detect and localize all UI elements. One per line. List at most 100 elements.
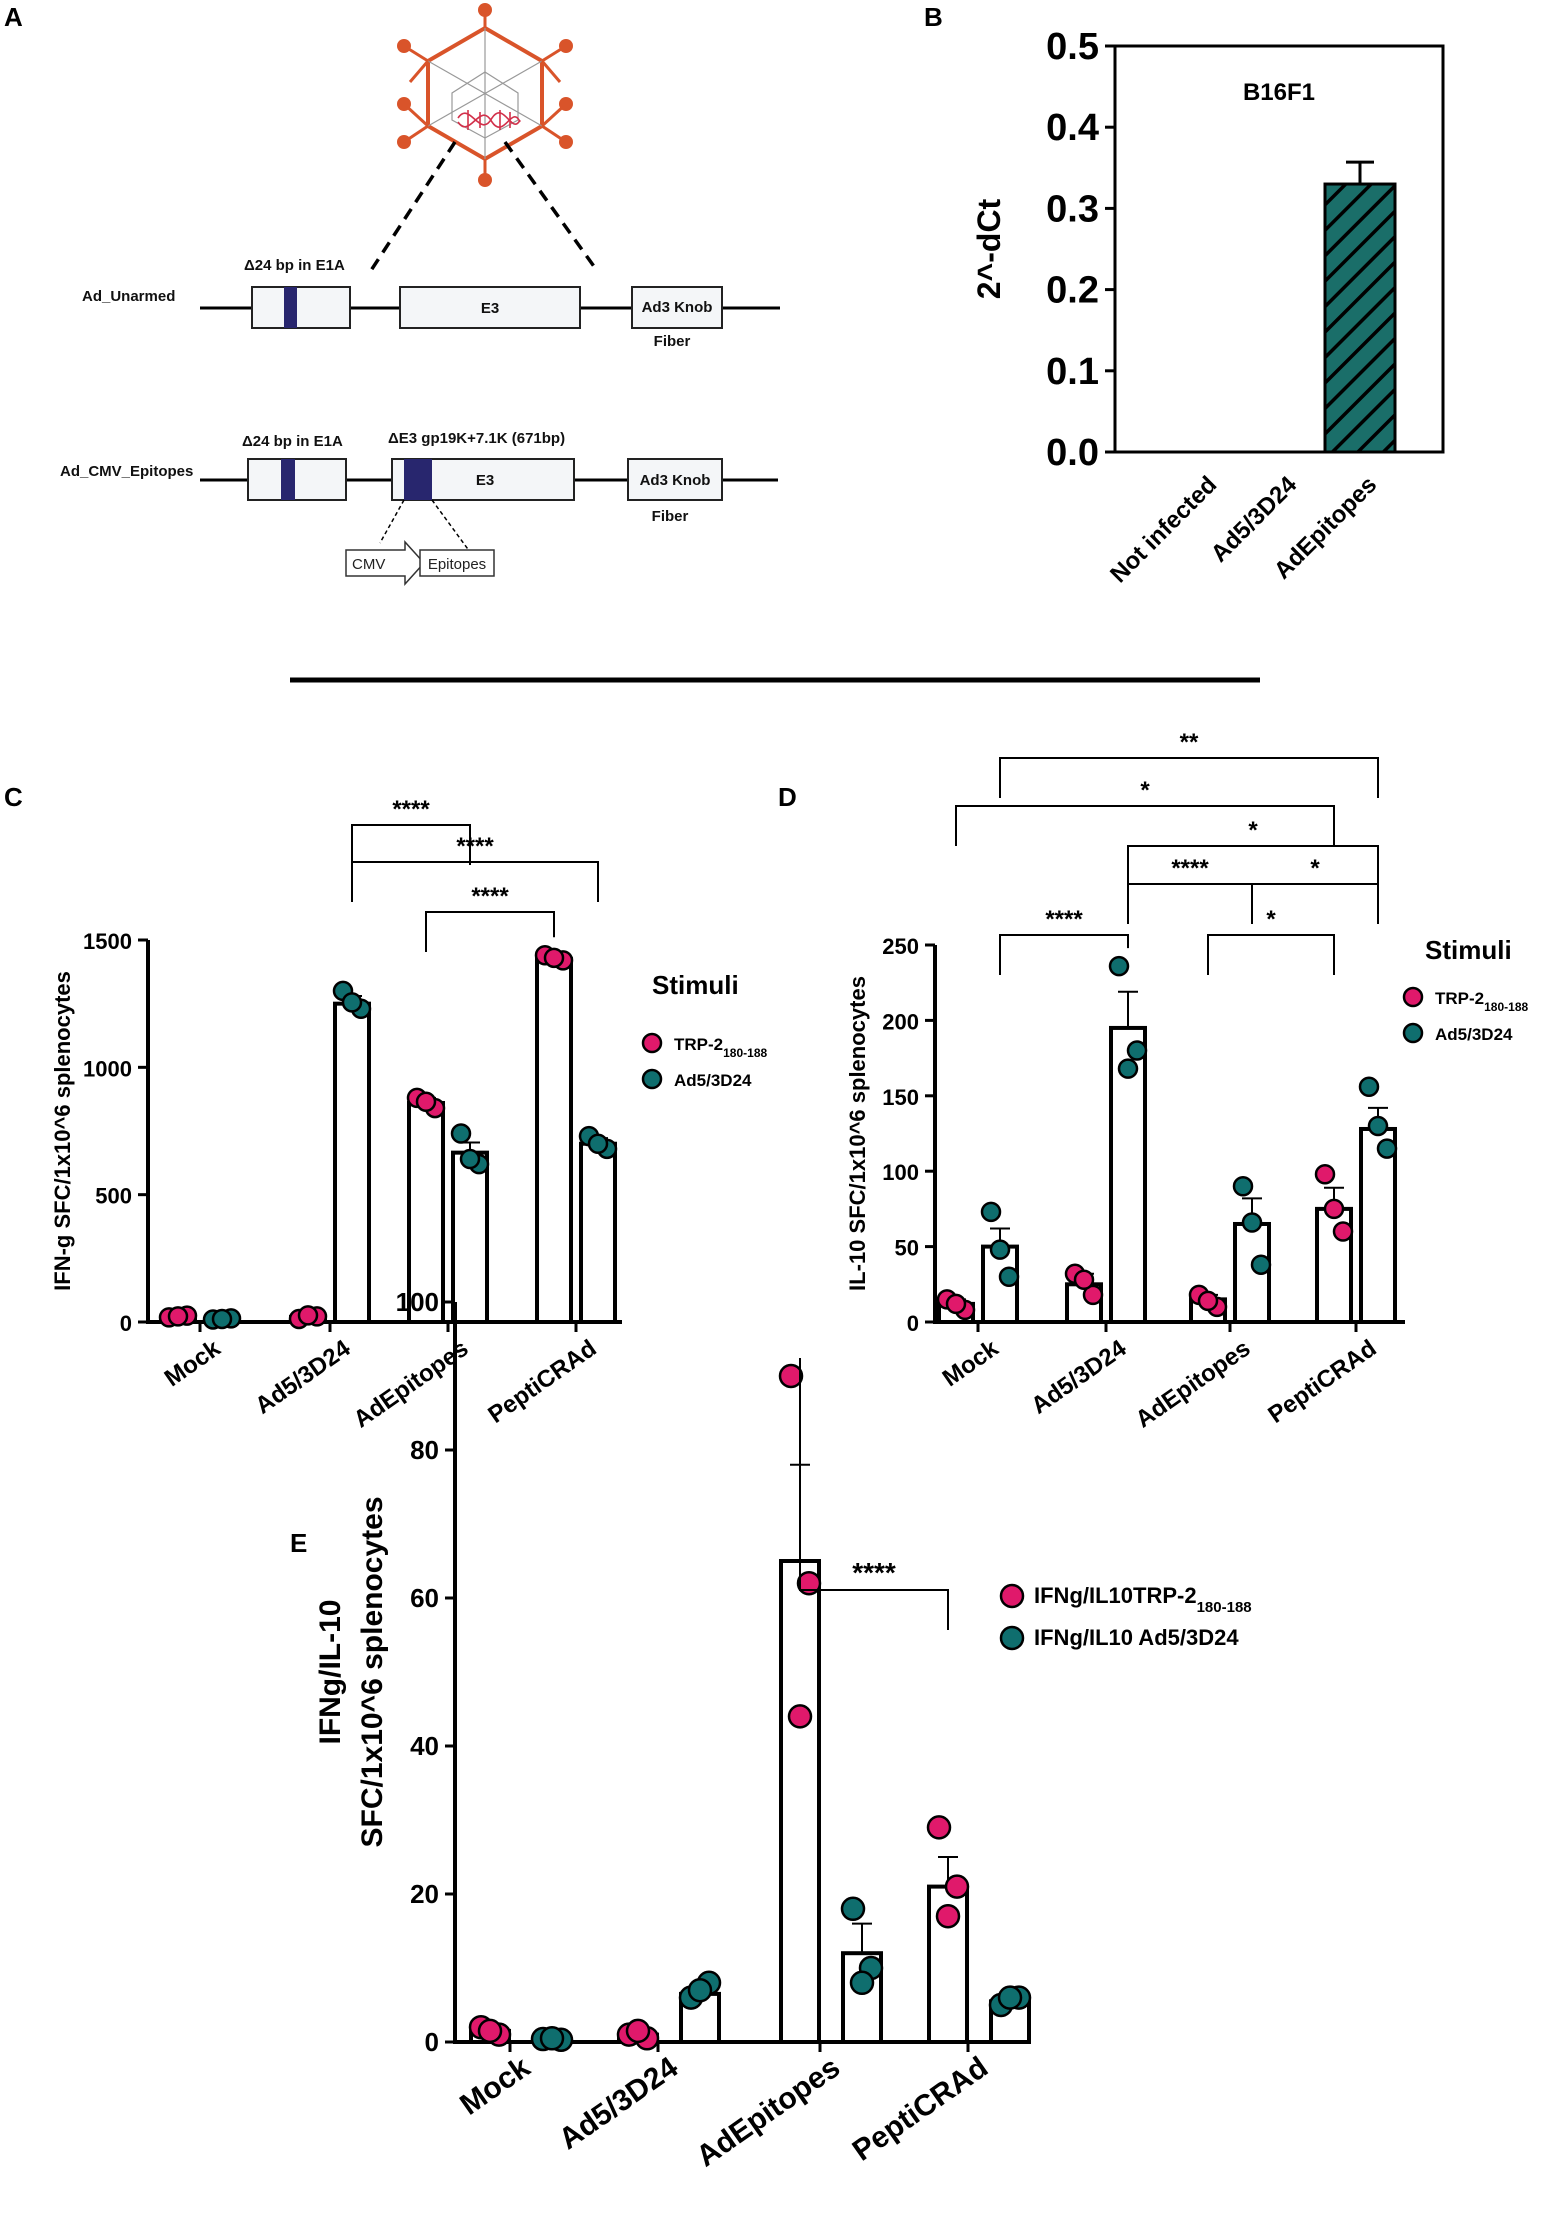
data-point	[997, 1985, 1023, 2010]
panel-label-b: B	[924, 2, 943, 32]
x-tick-label: Ad5/3D24	[553, 2051, 684, 2157]
ad-cmv-epitopes-label: Ad_CMV_Epitopes	[60, 463, 193, 480]
y-tick-label: 150	[882, 1085, 919, 1110]
y-tick-label: 40	[410, 1731, 439, 1761]
significance-label: *	[1248, 817, 1258, 844]
data-point	[944, 1874, 970, 1899]
bar	[1323, 182, 1397, 454]
data-point	[778, 1363, 804, 1389]
data-point	[935, 1903, 961, 1929]
legend-marker	[1402, 986, 1424, 1008]
x-tick-label: Not infected	[1105, 471, 1222, 588]
significance-bracket	[799, 1358, 949, 1630]
legend-label: IFNg/IL10TRP-2180-188	[1034, 1583, 1252, 1616]
y-tick-label: 20	[410, 1879, 439, 1909]
delta24-label-1: Δ24 bp in E1A	[244, 257, 345, 274]
panel-label-d: D	[778, 782, 797, 812]
y-tick-label: 0	[907, 1311, 919, 1336]
significance-label: *	[1310, 855, 1320, 882]
dna-icon	[457, 110, 521, 130]
x-tick-label: Mock	[454, 2051, 536, 2122]
y-tick-label: 0.3	[1046, 188, 1099, 230]
legend-title: Stimuli	[652, 970, 739, 1000]
bar	[579, 1141, 617, 1324]
data-point	[1117, 1058, 1139, 1079]
y-tick-label: 200	[882, 1009, 919, 1034]
significance-bracket	[999, 934, 1129, 975]
panel-label-c: C	[4, 782, 23, 812]
x-tick-label: PeptiCRAd	[1263, 1335, 1381, 1429]
y-axis-label: IL-10 SFC/1x10^6 splenocytes	[845, 976, 870, 1291]
bar	[1359, 1126, 1397, 1324]
ad3-knob-label-1: Ad3 Knob	[642, 299, 713, 316]
data-point	[1197, 1290, 1219, 1312]
legend-label: Ad5/3D24	[674, 1071, 752, 1090]
data-point	[543, 947, 565, 969]
data-point	[341, 992, 363, 1013]
data-point	[1073, 1269, 1095, 1291]
y-tick-label: 0.5	[1046, 26, 1099, 68]
x-tick-label: Ad5/3D24	[1026, 1334, 1132, 1419]
fiber-label-1: Fiber	[654, 333, 691, 350]
x-tick-label: AdEpitopes	[1131, 1335, 1256, 1434]
x-tick-label: Mock	[938, 1334, 1004, 1392]
delta24-label-2: Δ24 bp in E1A	[242, 433, 343, 450]
data-point	[840, 1896, 866, 1922]
data-point	[1126, 1040, 1148, 1061]
y-axis-label-line2: SFC/1x10^6 splenocytes	[356, 1496, 389, 1847]
data-point	[1358, 1076, 1380, 1098]
legend-marker	[1402, 1022, 1424, 1044]
ad-unarmed-label: Ad_Unarmed	[82, 288, 175, 305]
data-point	[1376, 1138, 1398, 1159]
data-point	[1108, 955, 1130, 977]
legend-marker	[641, 1068, 663, 1090]
y-tick-label: 250	[882, 934, 919, 959]
data-point	[796, 1570, 822, 1596]
y-tick-label: 1500	[83, 929, 132, 954]
fiber-label-2: Fiber	[652, 508, 689, 525]
construct-ad-cmv-epitopes: Ad_CMV_Epitopes Δ24 bp in E1A ΔE3 gp19K+…	[60, 430, 778, 586]
data-point	[926, 1815, 952, 1840]
data-point	[687, 1977, 713, 2003]
panel-label-e: E	[290, 1528, 307, 1558]
legend-label: IFNg/IL10 Ad5/3D24	[1034, 1625, 1239, 1650]
data-point	[477, 2018, 503, 2044]
ad3-knob-label-2: Ad3 Knob	[640, 472, 711, 489]
data-point	[625, 2018, 651, 2044]
significance-label: *	[1266, 906, 1276, 933]
data-point	[459, 1148, 481, 1170]
significance-bracket	[1127, 883, 1253, 924]
y-tick-label: 1000	[83, 1056, 132, 1081]
x-tick-label: Mock	[160, 1334, 226, 1392]
bar	[407, 1100, 445, 1325]
e3-label-1: E3	[481, 300, 499, 317]
delta-e3-label: ΔE3 gp19K+7.1K (671bp)	[388, 430, 565, 447]
data-point	[1314, 1163, 1336, 1185]
y-tick-label: 80	[410, 1435, 439, 1465]
data-point	[1241, 1212, 1263, 1233]
y-tick-label: 500	[95, 1184, 132, 1209]
x-tick-label: PeptiCRAd	[483, 1335, 601, 1429]
y-tick-label: 0	[120, 1311, 132, 1336]
significance-bracket	[425, 911, 555, 952]
legend-label: TRP-2180-188	[1435, 989, 1528, 1014]
plot-frame	[1113, 44, 1445, 454]
panel-label-a: A	[4, 2, 23, 32]
y-tick-label: 0.0	[1046, 432, 1099, 474]
data-point	[998, 1266, 1020, 1288]
y-tick-label: 50	[895, 1236, 919, 1261]
legend-marker	[999, 1625, 1025, 1651]
data-point	[587, 1133, 609, 1154]
y-tick-label: 0.1	[1046, 351, 1099, 393]
bar	[779, 1559, 821, 2044]
cmv-label: CMV	[352, 556, 385, 573]
e3-label-2: E3	[476, 472, 494, 489]
significance-label: ****	[471, 883, 509, 910]
legend-title: Stimuli	[1425, 935, 1512, 965]
bar	[333, 1001, 371, 1325]
y-axis-label-line1: IFNg/IL-10	[314, 1599, 347, 1744]
